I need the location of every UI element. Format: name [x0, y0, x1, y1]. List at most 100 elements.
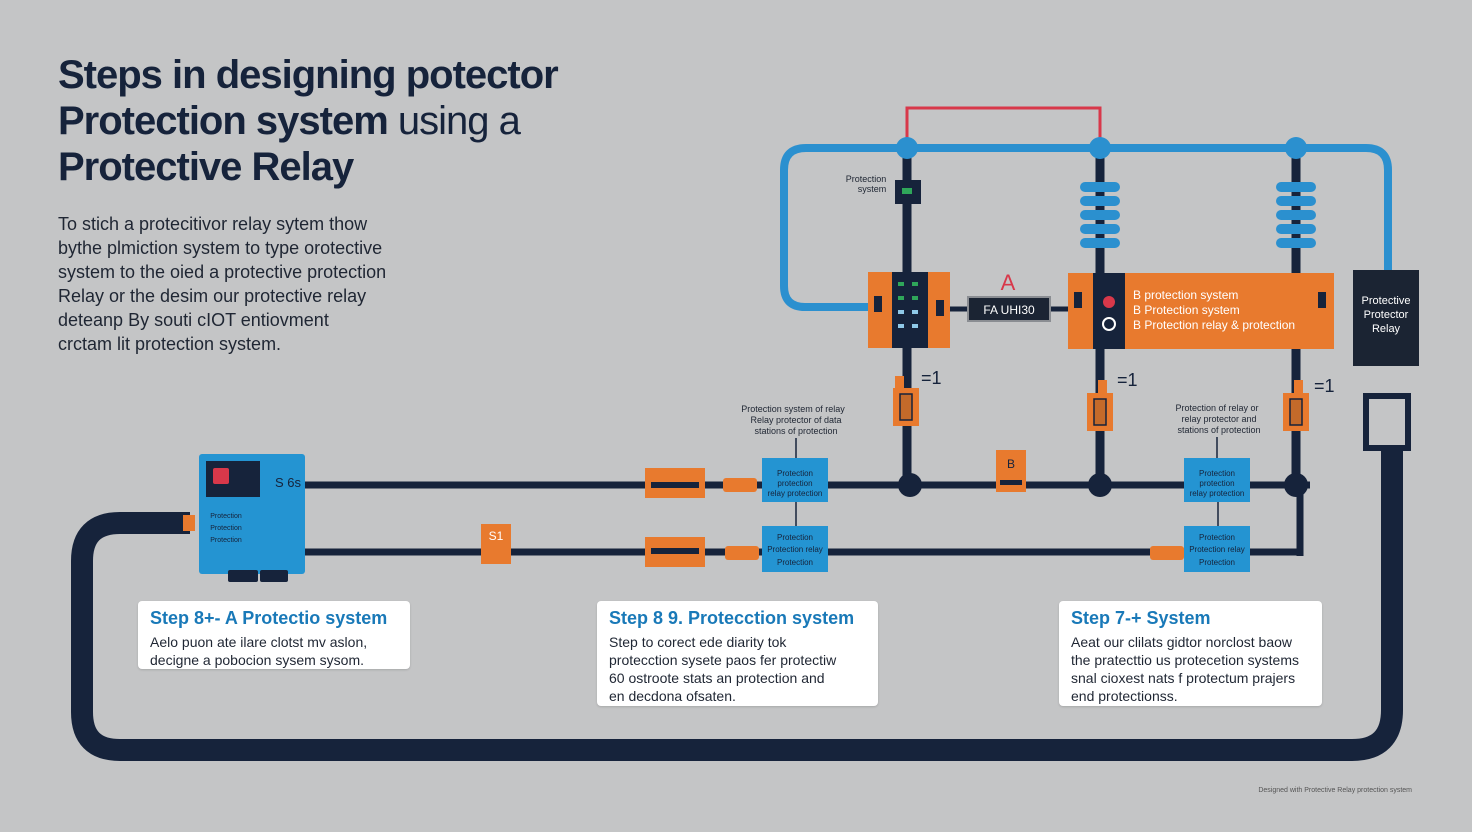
module-text: Protection	[1199, 469, 1235, 478]
module-text: Protection	[1199, 558, 1235, 567]
connector-slot	[651, 548, 699, 554]
intro-paragraph: To stich a protecitivor relay sytem thow…	[58, 212, 438, 356]
controller-text: Protection	[210, 525, 242, 532]
orange-connector-small	[1150, 546, 1184, 560]
module-text: Protection relay	[767, 545, 823, 554]
title-line-2b: using a	[387, 99, 521, 143]
title-line-2a: Protection system	[58, 99, 389, 143]
sensor-led	[902, 188, 912, 194]
orange-protection-unit	[1068, 273, 1334, 349]
minus-one-label: =1	[921, 368, 942, 388]
callout-line: end protectionss.	[1071, 688, 1178, 704]
controller-readout: S 6s	[275, 475, 302, 490]
annotation-right: Protection of relay or	[1175, 403, 1258, 413]
intro-line: system to the oied a protective protecti…	[58, 262, 387, 282]
relay-box-text: Protector	[1364, 309, 1409, 321]
fuse-component-2	[1087, 380, 1113, 431]
intro-line: Relay or the desim our protective relay	[58, 286, 367, 306]
fuse-component-1	[893, 376, 919, 426]
callout-heading: Step 8 9. Protecction system	[609, 608, 855, 628]
title-line-1: Steps in designing potector	[58, 53, 559, 97]
cable-terminal	[1363, 393, 1411, 451]
protective-relay-box	[1353, 270, 1419, 366]
junction-dot	[1285, 137, 1307, 159]
callout-line: 60 ostroote stats an protection and	[609, 670, 825, 686]
minus-one-label: =1	[1117, 370, 1138, 390]
display-box	[967, 296, 1051, 322]
controller-foot	[260, 570, 288, 582]
page-title: Steps in designing potector Protection s…	[58, 52, 559, 190]
module-text: protection	[777, 479, 812, 488]
protection-unit-text: B Protection relay & protection	[1133, 318, 1295, 332]
minus-one-label: =1	[1314, 376, 1335, 396]
blue-module-1	[762, 458, 828, 526]
protection-unit-text: B protection system	[1133, 288, 1238, 302]
step-callout-2: Step 8 9. Protecction system Step to cor…	[597, 601, 878, 706]
module-text: Protection	[777, 469, 813, 478]
annotation-left: Relay protector of data	[750, 415, 841, 425]
label-a: A	[1001, 270, 1016, 295]
intro-line: deteanp By souti cIOT entiovment	[58, 310, 329, 330]
callout-line: decigne a pobocion sysem sysom.	[150, 652, 364, 668]
relay-box-text: Relay	[1372, 323, 1401, 335]
step-callout-1: Step 8+- A Protectio system Aelo puon at…	[138, 601, 410, 669]
junction-dot	[896, 137, 918, 159]
blue-module-2	[762, 526, 828, 572]
fuse-component-3	[1283, 380, 1309, 431]
module-text: relay protection	[1190, 489, 1245, 498]
s1-block	[481, 524, 511, 564]
protection-system-label: Protection	[846, 174, 887, 184]
relay-box-text: Protective	[1362, 295, 1411, 307]
blue-module-4	[1184, 526, 1250, 572]
module-text: Protection relay	[1189, 545, 1245, 554]
callout-line: Aelo puon ate ilare clotst mv aslon,	[150, 634, 368, 650]
main-loop-cable	[71, 445, 1403, 761]
callout-line: the pratecttio us protecetion systems	[1071, 652, 1299, 668]
module-text: Protection	[777, 533, 813, 542]
callout-line: en decdona ofsaten.	[609, 688, 736, 704]
protection-unit-text: B Protection system	[1133, 303, 1240, 317]
display-readout: FA UHI30	[983, 303, 1035, 317]
callout-line: snal cioxest nats f protectum prajers	[1071, 670, 1296, 686]
annotation-right: relay protector and	[1181, 414, 1256, 424]
coil-inductor-2	[1276, 182, 1316, 248]
orange-connector-small	[723, 478, 757, 492]
module-text: relay protection	[768, 489, 823, 498]
label-s1: S1	[489, 529, 504, 543]
module-text: protection	[1199, 479, 1234, 488]
bus-junction-dot	[898, 473, 922, 497]
orange-connector-small	[725, 546, 759, 560]
blue-module-3	[1184, 458, 1250, 526]
junction-dot	[1089, 137, 1111, 159]
callout-heading: Step 8+- A Protectio system	[150, 608, 388, 628]
protection-system-label: system	[858, 184, 887, 194]
intro-line: bythe plmiction system to type orotectiv…	[58, 238, 383, 258]
intro-line: To stich a protecitivor relay sytem thow	[58, 214, 368, 234]
callout-line: protecction sysete paos fer protectiw	[609, 652, 837, 668]
intro-line: crctam lit protection system.	[58, 334, 282, 354]
orange-relay-unit-left	[868, 272, 950, 348]
controller-text: Protection	[210, 537, 242, 544]
label-b: B	[1007, 457, 1015, 471]
connector-slot	[651, 482, 699, 488]
controller-text: Protection	[210, 513, 242, 520]
b-block-slot	[1000, 480, 1022, 485]
callout-heading: Step 7-+ System	[1071, 608, 1211, 628]
bus-junction-dot	[1284, 473, 1308, 497]
step-callout-3: Step 7-+ System Aeat our clilats gidtor …	[1059, 601, 1322, 706]
footer-credit: Designed with Protective Relay protectio…	[1258, 787, 1412, 794]
title-line-2: Protection system using a	[58, 98, 558, 144]
callout-line: Step to corect ede diarity tok	[609, 634, 787, 650]
module-text: Protection	[1199, 533, 1235, 542]
controller-foot	[228, 570, 258, 582]
annotation-right: stations of protection	[1177, 425, 1260, 435]
module-text: Protection	[777, 558, 813, 567]
callout-line: Aeat our clilats gidtor norclost baow	[1071, 634, 1292, 650]
annotation-left: stations of protection	[754, 426, 837, 436]
red-wire	[905, 106, 1102, 148]
coil-inductor-1	[1080, 182, 1120, 248]
title-line-3: Protective Relay	[58, 145, 354, 189]
controller-red-button	[213, 468, 229, 484]
bus-junction-dot	[1088, 473, 1112, 497]
